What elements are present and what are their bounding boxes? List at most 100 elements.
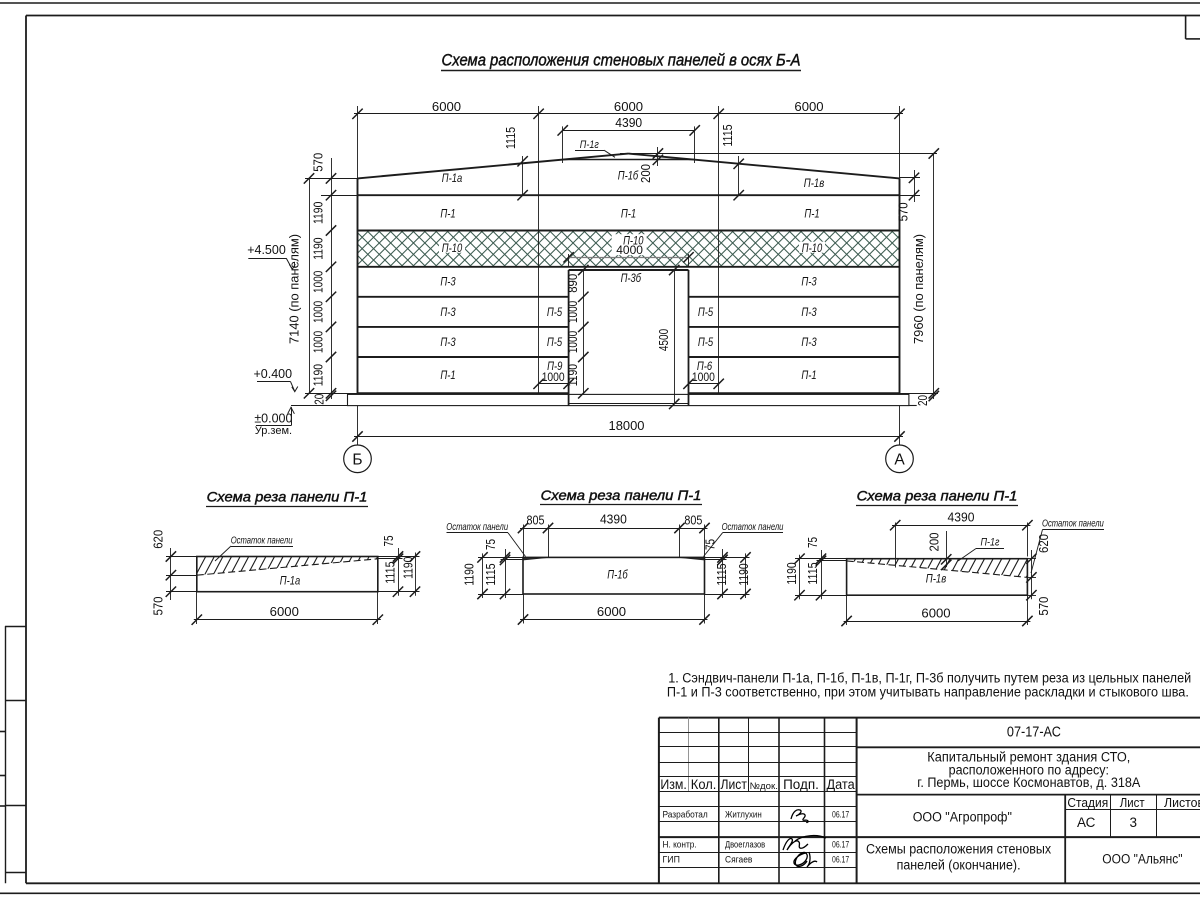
- svg-text:Остаток панели: Остаток панели: [231, 535, 293, 547]
- svg-text:Двоеглазов: Двоеглазов: [725, 839, 765, 849]
- svg-text:±0.000: ±0.000: [254, 412, 292, 426]
- svg-text:1000: 1000: [692, 372, 715, 384]
- svg-text:Остаток панели: Остаток панели: [446, 521, 508, 533]
- svg-text:П-1 и П-3 соответственно, при: П-1 и П-3 соответственно, при этом учиты…: [667, 684, 1189, 699]
- svg-text:75: 75: [704, 539, 718, 550]
- svg-text:3: 3: [1130, 815, 1138, 830]
- svg-text:П-1: П-1: [804, 208, 819, 220]
- svg-text:1115: 1115: [715, 563, 729, 585]
- svg-text:805: 805: [527, 513, 545, 528]
- svg-text:4500: 4500: [657, 329, 671, 351]
- svg-text:1190: 1190: [311, 364, 325, 386]
- svg-text:200: 200: [928, 532, 942, 551]
- svg-text:ООО "Агропроф": ООО "Агропроф": [913, 810, 1012, 825]
- svg-text:Остаток панели: Остаток панели: [722, 521, 784, 533]
- svg-text:1115: 1115: [504, 127, 518, 149]
- svg-text:1115: 1115: [806, 562, 820, 584]
- svg-text:П-3: П-3: [801, 337, 817, 349]
- svg-text:Н. контр.: Н. контр.: [663, 839, 697, 849]
- svg-text:П-1в: П-1в: [926, 573, 946, 585]
- svg-text:П-10: П-10: [442, 243, 463, 255]
- svg-text:4390: 4390: [948, 509, 975, 524]
- svg-text:07-17-АС: 07-17-АС: [1007, 725, 1061, 741]
- svg-text:06.17: 06.17: [832, 854, 849, 864]
- svg-text:570: 570: [151, 596, 165, 615]
- svg-text:Лист: Лист: [1120, 795, 1145, 810]
- svg-text:Остаток панели: Остаток панели: [1042, 518, 1104, 530]
- svg-text:П-5: П-5: [698, 337, 714, 349]
- svg-text:570: 570: [311, 153, 325, 172]
- svg-text:Лист: Лист: [721, 777, 747, 792]
- svg-text:П-1г: П-1г: [981, 537, 1000, 549]
- svg-text:1190: 1190: [311, 202, 325, 224]
- svg-text:6000: 6000: [794, 99, 823, 114]
- svg-text:П-5: П-5: [547, 307, 563, 319]
- svg-text:1190: 1190: [737, 563, 751, 585]
- svg-text:Схема реза панели П-1: Схема реза панели П-1: [207, 489, 368, 505]
- svg-text:570: 570: [897, 202, 911, 221]
- svg-text:Схема реза панели П-1: Схема реза панели П-1: [857, 488, 1018, 504]
- svg-text:4390: 4390: [600, 511, 627, 526]
- svg-text:620: 620: [151, 530, 165, 549]
- svg-text:ГИП: ГИП: [663, 854, 680, 864]
- svg-text:ООО "Альянс": ООО "Альянс": [1102, 851, 1182, 866]
- svg-text:П-1: П-1: [440, 208, 455, 220]
- svg-text:1190: 1190: [462, 563, 476, 585]
- svg-text:4390: 4390: [615, 115, 642, 130]
- svg-text:Ур.зем.: Ур.зем.: [255, 425, 292, 437]
- svg-text:Капитальный ремонт здания СТО,: Капитальный ремонт здания СТО,: [927, 750, 1130, 765]
- svg-text:1190: 1190: [311, 237, 325, 259]
- svg-text:П-3б: П-3б: [621, 273, 642, 285]
- svg-text:Разработал: Разработал: [663, 810, 708, 820]
- svg-text:200: 200: [639, 164, 653, 183]
- svg-text:П-3: П-3: [440, 337, 456, 349]
- svg-text:1. Сэндвич-панели П-1а, П-1б,: 1. Сэндвич-панели П-1а, П-1б, П-1в, П-1г…: [668, 671, 1191, 686]
- svg-text:расположенного по адресу:: расположенного по адресу:: [949, 762, 1109, 777]
- svg-text:П-1: П-1: [801, 370, 816, 382]
- svg-text:А: А: [894, 451, 905, 468]
- svg-text:П-3: П-3: [801, 307, 817, 319]
- svg-text:75: 75: [806, 537, 820, 548]
- svg-text:75: 75: [484, 539, 498, 550]
- svg-text:6000: 6000: [270, 604, 299, 619]
- svg-text:Житлухин: Житлухин: [725, 810, 762, 820]
- svg-text:20: 20: [313, 394, 327, 405]
- svg-text:1115: 1115: [384, 561, 398, 583]
- svg-text:Листов: Листов: [1164, 795, 1200, 810]
- svg-text:П-9: П-9: [547, 361, 563, 373]
- svg-text:6000: 6000: [597, 604, 626, 619]
- svg-text:1115: 1115: [484, 563, 498, 585]
- svg-text:Сягаев: Сягаев: [725, 854, 753, 864]
- svg-text:1000: 1000: [311, 331, 325, 353]
- svg-text:Изм.: Изм.: [660, 777, 687, 792]
- svg-text:Дата: Дата: [827, 777, 856, 792]
- svg-text:Б: Б: [352, 451, 362, 468]
- svg-text:20: 20: [916, 395, 930, 406]
- svg-text:+4.500: +4.500: [247, 243, 286, 257]
- svg-text:П-10: П-10: [623, 235, 644, 247]
- svg-text:Стадия: Стадия: [1067, 795, 1108, 810]
- svg-text:П-1: П-1: [621, 208, 636, 220]
- svg-text:Подп.: Подп.: [783, 777, 819, 792]
- svg-text:7960 (по панелям): 7960 (по панелям): [912, 234, 926, 344]
- svg-text:1190: 1190: [402, 557, 416, 579]
- svg-text:06.17: 06.17: [832, 839, 849, 849]
- svg-text:805: 805: [684, 513, 702, 528]
- svg-text:4000: 4000: [616, 245, 643, 257]
- svg-text:П-3: П-3: [801, 277, 817, 289]
- svg-text:+0.400: +0.400: [254, 367, 293, 381]
- svg-text:620: 620: [1037, 534, 1051, 553]
- svg-text:Схема реза панели П-1: Схема реза панели П-1: [541, 487, 702, 503]
- svg-text:АС: АС: [1077, 815, 1096, 830]
- svg-text:П-5: П-5: [547, 337, 563, 349]
- svg-text:1115: 1115: [721, 124, 735, 146]
- svg-text:1000: 1000: [311, 271, 325, 293]
- svg-text:панелей (окончание).: панелей (окончание).: [897, 857, 1021, 872]
- svg-text:6000: 6000: [921, 605, 950, 620]
- svg-text:Схемы расположения стеновых: Схемы расположения стеновых: [866, 841, 1051, 856]
- svg-text:6000: 6000: [432, 99, 461, 114]
- svg-text:1000: 1000: [566, 331, 580, 353]
- svg-text:75: 75: [382, 535, 396, 546]
- svg-text:П-1а: П-1а: [442, 173, 462, 185]
- svg-text:П-1б: П-1б: [618, 170, 639, 182]
